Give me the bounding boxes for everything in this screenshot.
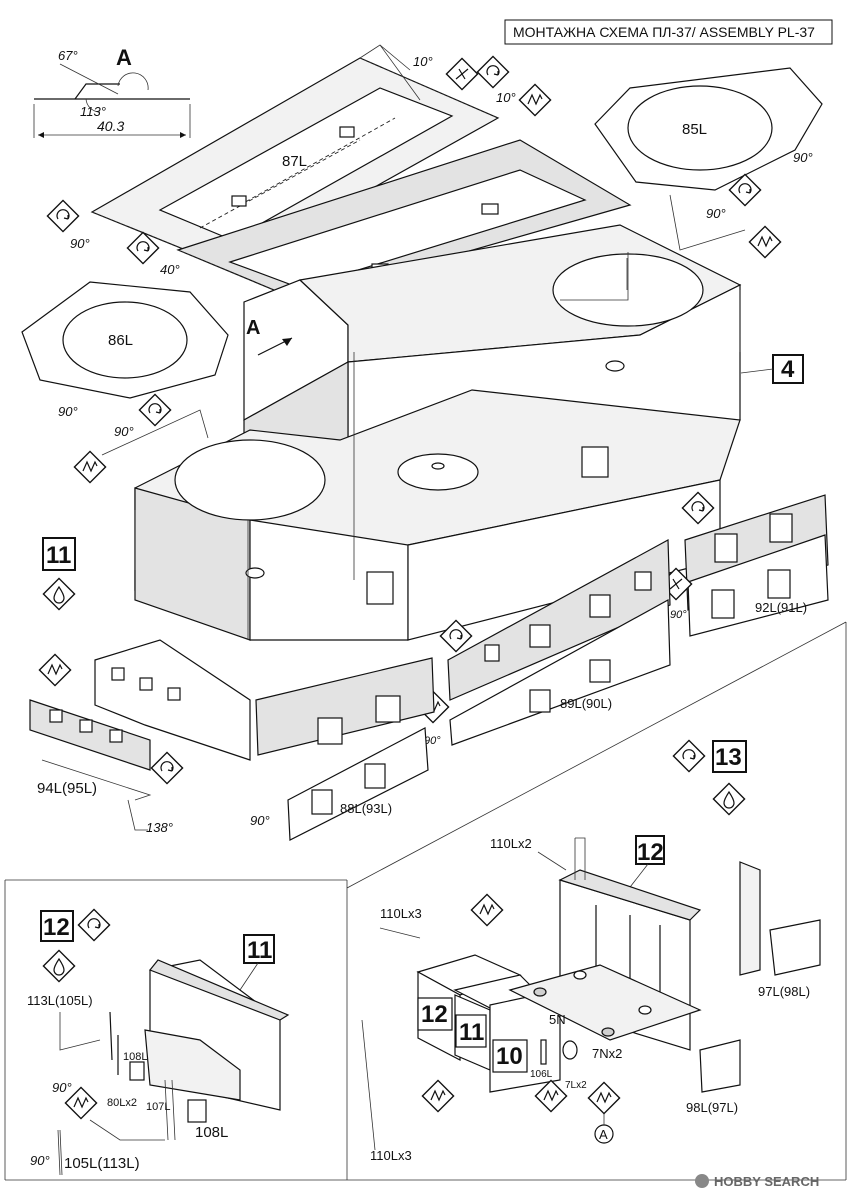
title-block: МОНТАЖНА СХЕМА ПЛ-37/ ASSEMBLY PL-37 xyxy=(504,19,833,45)
glue-icon xyxy=(712,782,746,816)
part-97l-label: 97L(98L) xyxy=(758,984,810,999)
inset-step-11-number: 11 xyxy=(247,937,272,964)
part-107l-label: 107L xyxy=(146,1101,170,1113)
part-108l-a-label: 108L xyxy=(123,1051,147,1063)
part-92l-label: 92L(91L) xyxy=(755,600,807,615)
step-13-block: 13 xyxy=(672,739,747,816)
fold-icon xyxy=(748,225,782,259)
fold-icon xyxy=(518,83,552,117)
box-10-number: 10 xyxy=(496,1043,523,1070)
bend-icon xyxy=(46,199,80,233)
part-88l-panels: 88L(93L) 90° xyxy=(250,727,429,841)
inset-step-12: 12 11 113L(105L) 108L 80Lx2 107L 108L 10… xyxy=(27,908,290,1176)
step-11-number: 11 xyxy=(46,542,71,569)
fold-icon xyxy=(421,1079,455,1113)
part-92l-panels: 92L(91L) 90° xyxy=(659,491,829,637)
bend-icon xyxy=(138,393,172,427)
part-94l-label: 94L(95L) xyxy=(37,780,97,797)
twist-icon xyxy=(445,57,479,91)
box-11-number: 11 xyxy=(459,1019,484,1046)
step-13-number: 13 xyxy=(715,744,742,771)
glue-icon xyxy=(42,577,76,611)
watermark: HOBBY SEARCH xyxy=(695,1174,819,1189)
detail-a-angle-67: 67° xyxy=(58,48,78,63)
angle-90-87: 90° xyxy=(70,236,90,251)
part-85l-plate: 85L 90° 90° xyxy=(594,67,823,259)
fold-icon xyxy=(470,893,504,927)
angle-90-89: 90° xyxy=(424,735,441,747)
part-105l-label: 105L(113L) xyxy=(64,1155,140,1172)
fold-icon xyxy=(38,653,72,687)
part-98l-label: 98L(97L) xyxy=(686,1100,738,1115)
part-85l-label: 85L xyxy=(682,121,707,138)
angle-90-86a: 90° xyxy=(58,404,78,419)
part-7l-label: 7Lx2 xyxy=(565,1080,587,1091)
part-7n-label: 7Nx2 xyxy=(592,1046,622,1061)
bend-icon xyxy=(77,908,111,942)
angle-40-87: 40° xyxy=(160,262,180,277)
bend-icon xyxy=(476,55,510,89)
part-88l-label: 88L(93L) xyxy=(340,801,392,816)
part-80l-label: 80Lx2 xyxy=(107,1097,137,1109)
part-110l-x2-label: 110Lx2 xyxy=(490,836,532,851)
part-89l-panels: 89L(90L) 90° xyxy=(416,539,671,747)
angle-90-88: 90° xyxy=(250,813,270,828)
inset-step-12-number: 12 xyxy=(43,914,70,941)
angle-90-86b: 90° xyxy=(114,424,134,439)
part-89l-label: 89L(90L) xyxy=(560,696,612,711)
bend-icon xyxy=(150,751,184,785)
part-87l-label: 87L xyxy=(282,153,307,170)
part-108l-b-label: 108L xyxy=(195,1124,228,1141)
marker-a-circle: A xyxy=(599,1127,608,1142)
main-hull: A 4 xyxy=(134,224,804,641)
part-110l-x3-top-label: 110Lx3 xyxy=(380,906,422,921)
part-86l-plate: 86L 90° 90° xyxy=(21,281,229,484)
box-12-number: 12 xyxy=(421,1001,448,1028)
detail-a-letter: A xyxy=(116,45,132,70)
angle-90-inset-2: 90° xyxy=(30,1153,50,1168)
part-5n-label: 5N xyxy=(549,1012,566,1027)
angle-90-92: 90° xyxy=(670,609,687,621)
part-106l-label: 106L xyxy=(530,1069,553,1080)
part-86l-label: 86L xyxy=(108,332,133,349)
angle-10-a: 10° xyxy=(413,54,433,69)
detail-a-angle-113: 113° xyxy=(80,104,106,119)
angle-138: 138° xyxy=(146,820,173,835)
diagram-title: МОНТАЖНА СХЕМА ПЛ-37/ ASSEMBLY PL-37 xyxy=(513,24,815,40)
fold-icon xyxy=(73,450,107,484)
step-11-block: 11 xyxy=(42,537,76,611)
step-12-number: 12 xyxy=(637,839,664,866)
detail-a: A 67° 113° 40.3 xyxy=(33,45,191,138)
part-113l-label: 113L(105L) xyxy=(27,993,93,1008)
angle-90-85a: 90° xyxy=(793,150,813,165)
watermark-text: HOBBY SEARCH xyxy=(714,1174,819,1189)
part-110l-x3-bottom-label: 110Lx3 xyxy=(370,1148,412,1163)
step-4-number: 4 xyxy=(781,356,795,383)
view-marker-a: A xyxy=(246,317,260,339)
angle-90-inset-1: 90° xyxy=(52,1080,72,1095)
part-side-skirt xyxy=(255,657,435,756)
detail-a-dimension: 40.3 xyxy=(97,118,124,134)
angle-10-b: 10° xyxy=(496,90,516,105)
bend-icon xyxy=(672,739,706,773)
section-dividers xyxy=(4,621,847,1181)
step-12-assembly: 12 12 11 10 110Lx2 110Lx3 110Lx3 5N 7N xyxy=(361,835,821,1163)
angle-90-85b: 90° xyxy=(706,206,726,221)
part-94l-front: 94L(95L) 138° xyxy=(29,639,251,835)
part-87l-roof: 87L 10° 10° 90° 40° xyxy=(46,44,552,277)
fold-icon xyxy=(534,1079,568,1113)
glue-icon xyxy=(42,949,76,983)
fold-icon xyxy=(587,1081,621,1115)
